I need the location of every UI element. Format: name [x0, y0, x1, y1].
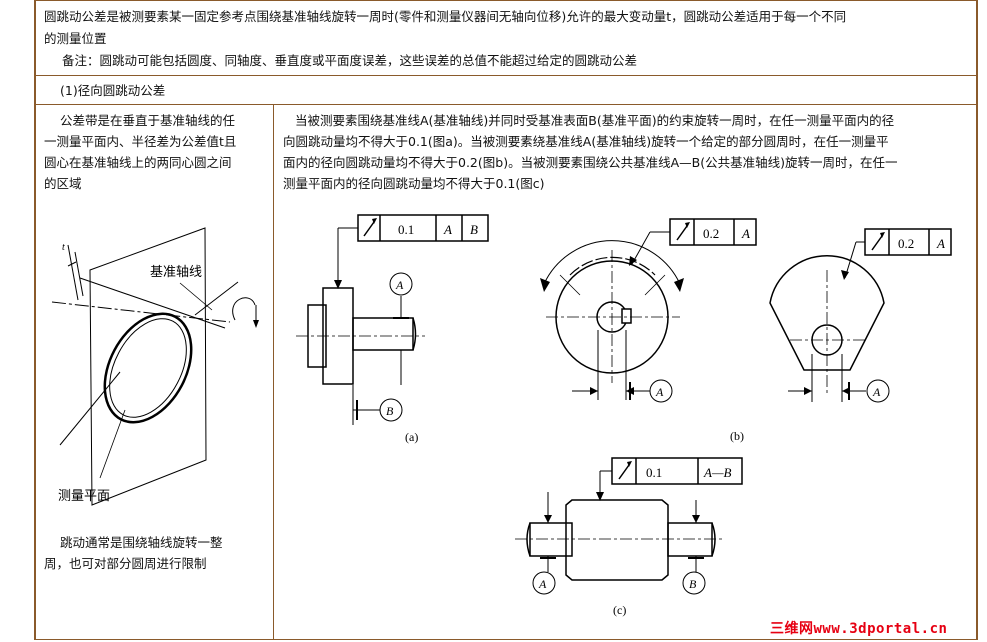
intro-line-1: 圆跳动公差是被测要素某一固定参考点围绕基准轴线旋转一周时(零件和测量仪器间无轴向… [44, 9, 847, 24]
def-line-3: 圆心在基准轴线上的两同心圆之间 [44, 155, 232, 170]
row-divider [34, 0, 978, 1]
watermark: 三维网www.3dportal.cn [770, 621, 948, 637]
fig-a-label-b: B [386, 404, 394, 418]
fig-a-label-a: A [395, 278, 404, 292]
def-line-2: 一测量平面内、半径差为公差值t且 [44, 134, 237, 149]
note-line-1: 跳动通常是围绕轴线旋转一整 [60, 535, 223, 550]
fig-c-caption: (c) [613, 603, 626, 617]
fig-a-datum-2: B [470, 222, 478, 237]
fig-c-label-b: B [689, 577, 697, 591]
figure-b2-drawing [769, 228, 952, 403]
fig-b-label-a: A [655, 385, 664, 399]
fig-b2-tolerance: 0.2 [898, 236, 914, 251]
fig-b2-label-a: A [872, 385, 881, 399]
fig-a-datum-1: A [443, 222, 452, 237]
fig-c-label-a: A [538, 577, 547, 591]
fig-b-tolerance: 0.2 [703, 226, 719, 241]
def-line-1: 公差带是在垂直于基准轴线的任 [60, 113, 236, 128]
row-divider [34, 104, 978, 105]
figure-b-drawing [540, 218, 757, 403]
fig-a-caption: (a) [405, 430, 418, 444]
desc-line-4: 测量平面内的径向圆跳动量均不得大于0.1(图c) [283, 176, 545, 191]
label-measure-plane: 测量平面 [58, 488, 110, 503]
section-title: (1)径向圆跳动公差 [60, 83, 166, 98]
label-datum-axis: 基准轴线 [150, 264, 202, 279]
fig-a-tolerance: 0.1 [398, 222, 414, 237]
desc-line-1: 当被测要素围绕基准线A(基准轴线)并同时受基准表面B(基准平面)的约束旋转一周时… [295, 113, 895, 128]
desc-line-2: 向圆跳动量均不得大于0.1(图a)。当被测要素绕基准线A(基准轴线)旋转一个给定… [283, 134, 889, 149]
desc-line-3: 面内的径向圆跳动量均不得大于0.2(图b)。当被测要素围绕公共基准线A—B(公共… [283, 155, 898, 170]
intro-note: 备注：圆跳动可能包括圆度、同轴度、垂直度或平面度误差，这些误差的总值不能超过给定… [62, 53, 638, 68]
tolerance-zone-illustration [51, 227, 259, 506]
figure-c-drawing [515, 457, 743, 595]
figure-a-drawing [296, 214, 489, 425]
label-t: t [62, 242, 65, 253]
fig-c-tolerance: 0.1 [646, 465, 662, 480]
table-frame [34, 0, 978, 640]
column-divider [273, 104, 274, 640]
fig-c-datum: A—B [703, 465, 732, 480]
row-divider [34, 75, 978, 76]
fig-b-datum: A [741, 226, 750, 241]
row-divider [34, 639, 978, 640]
intro-line-2: 的测量位置 [44, 31, 107, 46]
fig-b2-datum: A [936, 236, 945, 251]
fig-b-caption: (b) [730, 429, 744, 443]
note-line-2: 周，也可对部分圆周进行限制 [44, 556, 207, 571]
def-line-4: 的区域 [44, 176, 82, 191]
